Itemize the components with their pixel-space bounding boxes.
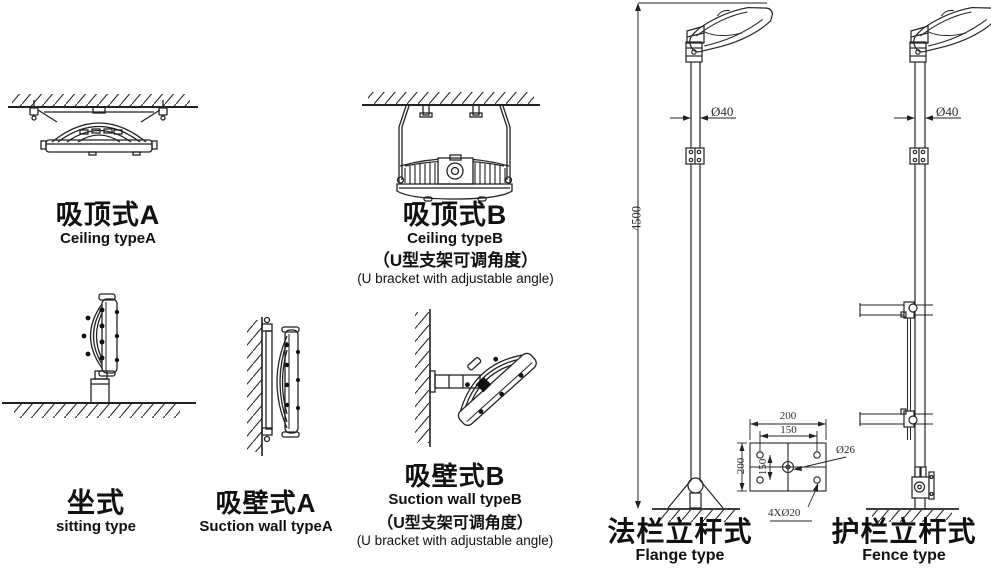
- dim-center-hole: Ø26: [836, 444, 855, 456]
- dim-pole-diameter-fence: Ø40: [936, 104, 959, 119]
- fence-label: 护栏立杆式 Fence type: [814, 517, 991, 566]
- sitting-label: 坐式 sitting type: [6, 488, 186, 536]
- dim-hole-spacing-top: 150: [780, 424, 797, 436]
- dim-hole-spacing-left: 150: [757, 458, 769, 476]
- wall-a-label: 吸壁式A Suction wall typeA: [176, 488, 356, 536]
- wall-type-b-drawing: [415, 309, 537, 447]
- wall-a-label-zh: 吸壁式A: [215, 488, 317, 518]
- flange-label-en: Flange type: [635, 547, 725, 565]
- ceiling-b-note: （U型支架可调角度） (U bracket with adjustable an…: [343, 251, 568, 288]
- sitting-label-en: sitting type: [55, 518, 136, 536]
- ceiling-a-label-zh: 吸顶式A: [55, 200, 161, 230]
- ceiling-b-note-zh: （U型支架可调角度）: [372, 251, 539, 270]
- wall-b-note-zh: （U型支架可调角度）: [377, 514, 533, 532]
- ceiling-type-b-drawing: [362, 92, 540, 202]
- flange-label: 法栏立杆式 Flange type: [590, 517, 770, 566]
- ceiling-b-label-en: Ceiling typeB: [407, 230, 503, 248]
- ceiling-b-label-zh: 吸顶式B: [402, 200, 508, 230]
- dim-flange-width-top: 200: [779, 410, 797, 422]
- dim-flange-width-left: 200: [735, 457, 747, 475]
- wall-a-label-en: Suction wall typeA: [199, 518, 333, 536]
- ceiling-type-a-drawing: [8, 94, 198, 156]
- ceiling-b-note-en: (U bracket with adjustable angle): [357, 271, 554, 287]
- fence-label-zh: 护栏立杆式: [831, 516, 977, 547]
- flange-label-zh: 法栏立杆式: [607, 516, 753, 547]
- fence-pole-drawing: [859, 6, 991, 522]
- flange-pole-drawing: [635, 2, 774, 522]
- dim-pole-height: 4500: [629, 206, 644, 231]
- dim-bolt-holes: 4XØ20: [768, 507, 801, 519]
- ceiling-a-label: 吸顶式A Ceiling typeA: [18, 201, 198, 248]
- flange-plate-detail: [737, 419, 847, 522]
- ceiling-b-label: 吸顶式B Ceiling typeB: [365, 201, 545, 248]
- wall-type-a-drawing: [247, 316, 300, 456]
- wall-b-label: 吸壁式B Suction wall typeB （U型支架可调角度） (U br…: [345, 461, 565, 548]
- dim-pole-diameter-flange: Ø40: [711, 104, 734, 119]
- sitting-label-zh: 坐式: [66, 487, 125, 518]
- ceiling-a-label-en: Ceiling typeA: [60, 230, 156, 248]
- wall-b-note-en: (U bracket with adjustable angle): [356, 532, 554, 548]
- fence-label-en: Fence type: [862, 547, 946, 565]
- wall-b-label-en: Suction wall typeB: [388, 491, 522, 509]
- wall-b-label-zh: 吸壁式B: [404, 461, 506, 491]
- sitting-type-drawing: [2, 293, 196, 418]
